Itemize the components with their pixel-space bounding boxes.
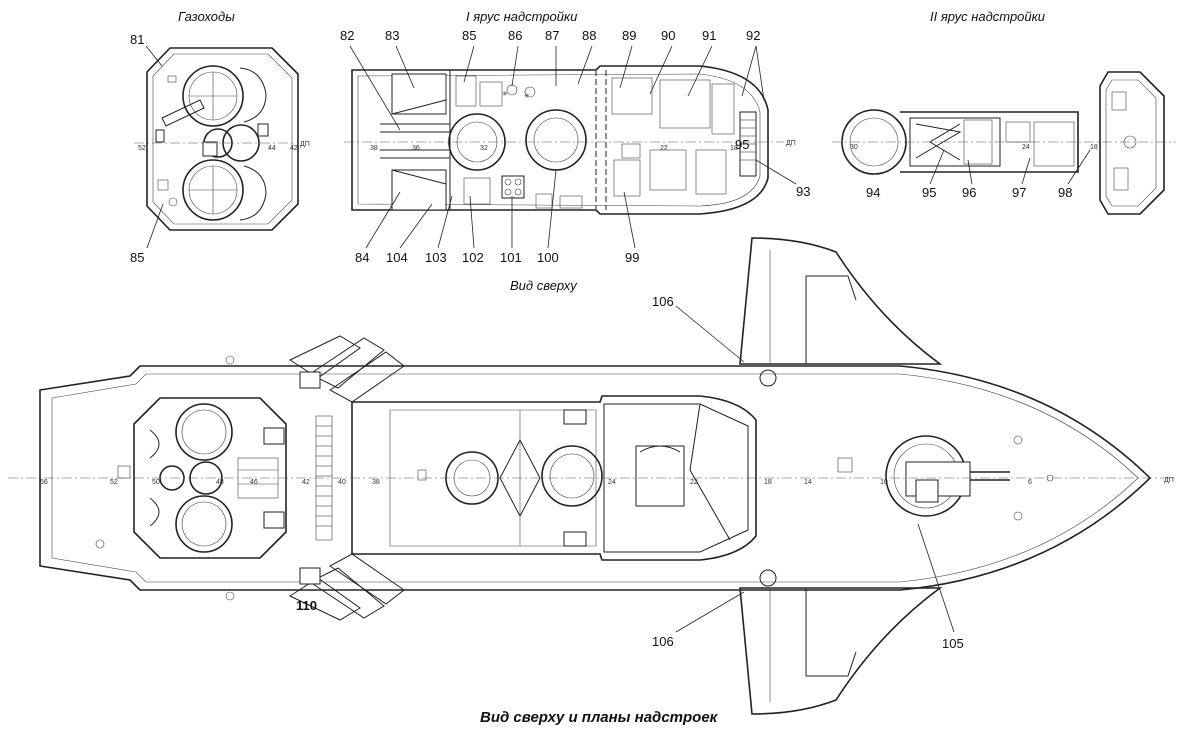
callout-106-bottom: 106 (652, 634, 674, 649)
frame-label: 30 (850, 144, 858, 151)
frame-label: 38 (370, 145, 378, 152)
frame-label: 42 (290, 145, 298, 152)
gas-ducts-dp-label: ДП (300, 141, 310, 148)
callout-106-top: 106 (652, 294, 674, 309)
callout-99: 99 (625, 250, 639, 265)
tier1-superstructure-plan: I ярус надстройки ✳ ✳ (340, 9, 810, 265)
frame-label: 18 (1090, 144, 1098, 151)
callout-85: 85 (130, 250, 144, 265)
top-view-title: Вид сверху (510, 278, 578, 293)
frame-label: 24 (608, 479, 616, 486)
callout-83: 83 (385, 28, 399, 43)
callout-88: 88 (582, 28, 596, 43)
frame-label: 42 (302, 479, 310, 486)
callout-97: 97 (1012, 185, 1026, 200)
frame-label: 18 (730, 145, 738, 152)
frame-label: 52 (110, 479, 118, 486)
frame-label: 22 (690, 479, 698, 486)
callout-102: 102 (462, 250, 484, 265)
frame-label: 44 (268, 145, 276, 152)
callout-82: 82 (340, 28, 354, 43)
callout-85: 85 (462, 28, 476, 43)
callout-95: 95 (922, 185, 936, 200)
gas-ducts-title: Газоходы (178, 9, 235, 24)
frame-label: 6 (1028, 479, 1032, 486)
frame-label: 40 (338, 479, 346, 486)
callout-93: 93 (796, 184, 810, 199)
main-dp-label: ДП (1164, 477, 1174, 484)
callout-105: 105 (942, 636, 964, 651)
tier2-superstructure-plan: II ярус надстройки 30 24 18 94 95 96 97 … (832, 9, 1176, 215)
tier2-title: II ярус надстройки (930, 9, 1045, 24)
frame-label: 14 (804, 479, 812, 486)
callout-98: 98 (1058, 185, 1072, 200)
callout-92: 92 (746, 28, 760, 43)
svg-text:✳: ✳ (502, 90, 508, 98)
frame-label: 36 (412, 145, 420, 152)
frame-label: 38 (372, 479, 380, 486)
frame-label: 50 (152, 479, 160, 486)
frame-label: 10 (880, 479, 888, 486)
tier1-title: I ярус надстройки (466, 9, 577, 24)
frame-label: 24 (1022, 144, 1030, 151)
svg-text:✳: ✳ (524, 92, 530, 100)
callout-87: 87 (545, 28, 559, 43)
frame-label: 48 (216, 479, 224, 486)
frame-label: 56 (40, 479, 48, 486)
callout-95-inline: 95 (735, 137, 749, 152)
callout-110: 110 (296, 598, 317, 613)
callout-96: 96 (962, 185, 976, 200)
frame-label: 22 (660, 145, 668, 152)
callout-81: 81 (130, 32, 144, 47)
callout-94: 94 (866, 185, 880, 200)
frame-label: 18 (764, 479, 772, 486)
figure-caption: Вид сверху и планы надстроек (480, 709, 719, 726)
callout-101: 101 (500, 250, 522, 265)
callout-89: 89 (622, 28, 636, 43)
tier1-dp-label: ДП (786, 140, 796, 147)
callout-86: 86 (508, 28, 522, 43)
frame-label: 46 (250, 479, 258, 486)
callout-100: 100 (537, 250, 559, 265)
callout-84: 84 (355, 250, 369, 265)
callout-104: 104 (386, 250, 408, 265)
ship-top-view: Вид сверху (8, 237, 1178, 726)
callout-90: 90 (661, 28, 675, 43)
frame-label: 32 (480, 145, 488, 152)
gas-ducts-plan: Газоходы ДП 52 44 42 81 85 (130, 9, 310, 265)
callout-91: 91 (702, 28, 716, 43)
callout-103: 103 (425, 250, 447, 265)
frame-label: 52 (138, 145, 146, 152)
